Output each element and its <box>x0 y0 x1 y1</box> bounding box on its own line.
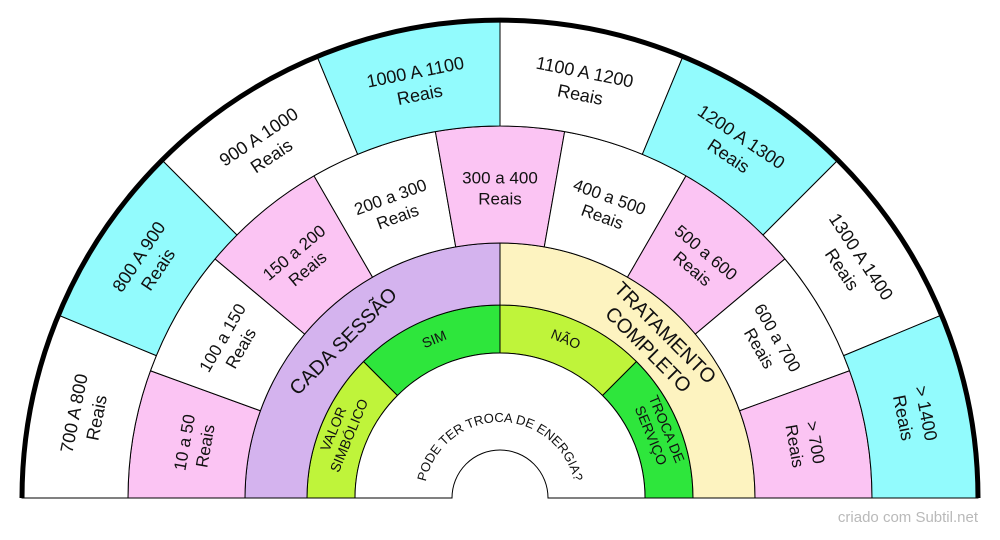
outer-rim <box>19 17 981 499</box>
label-line: Reais <box>478 189 521 208</box>
center-ring <box>354 352 646 499</box>
credit-text: criado com Subtil.net <box>837 509 978 526</box>
label-line: 300 a 400 <box>462 168 538 187</box>
